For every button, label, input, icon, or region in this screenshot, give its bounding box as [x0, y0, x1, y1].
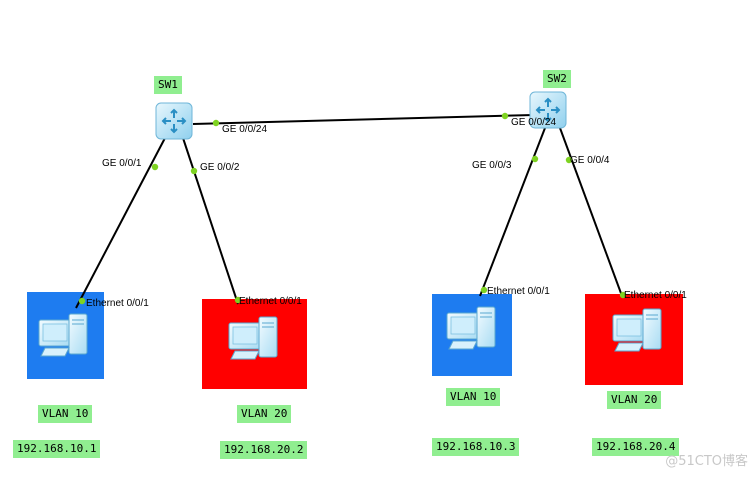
- ip-label-pc2: 192.168.20.2: [220, 441, 308, 459]
- port-label-sw1-ge1: GE 0/0/1: [102, 158, 142, 169]
- port-dots: [78, 112, 627, 305]
- vlan-label-pc4: VLAN 20: [607, 391, 662, 409]
- port-label-sw1-trunk: GE 0/0/24: [222, 124, 268, 135]
- link-sw1-pc1: [75, 137, 166, 309]
- port-label-pc1: Ethernet 0/0/1: [86, 298, 149, 309]
- port-dot-sw1-ge2: [190, 167, 198, 175]
- vlan-label-pc1: VLAN 10: [38, 405, 93, 423]
- switch-label-sw2: SW2: [543, 70, 571, 88]
- port-dot-pc2: [234, 296, 242, 304]
- port-label-pc3: Ethernet 0/0/1: [487, 286, 550, 297]
- port-label-pc2: Ethernet 0/0/1: [239, 296, 302, 307]
- port-label-pc4: Ethernet 0/0/1: [624, 290, 687, 301]
- port-label-sw1-ge2: GE 0/0/2: [200, 162, 240, 173]
- port-dot-pc1: [78, 297, 86, 305]
- ip-label-pc3: 192.168.10.3: [432, 438, 520, 456]
- port-dot-sw1-ge24: [212, 119, 220, 127]
- pc-icon[interactable]: [228, 316, 278, 360]
- link-sw1-pc2: [182, 137, 239, 305]
- port-label-sw2-ge4: GE 0/0/4: [570, 155, 610, 166]
- watermark: @51CTO博客: [665, 454, 748, 469]
- switch-icon[interactable]: [155, 102, 193, 140]
- port-dot-sw2-ge3: [531, 155, 539, 163]
- pc-icon[interactable]: [38, 313, 88, 357]
- ip-label-pc1: 192.168.10.1: [13, 440, 101, 458]
- vlan-label-pc2: VLAN 20: [237, 405, 292, 423]
- port-dot-sw2-ge4: [565, 156, 573, 164]
- link-sw2-pc3: [479, 127, 546, 297]
- pc-icon[interactable]: [612, 308, 662, 352]
- port-dot-pc4: [619, 291, 627, 299]
- link-sw2-pc4: [559, 127, 623, 297]
- port-dot-sw1-ge1: [151, 163, 159, 171]
- vlan-label-pc3: VLAN 10: [446, 388, 501, 406]
- ip-label-pc4: 192.168.20.4: [592, 438, 680, 456]
- port-label-sw2-ge3: GE 0/0/3: [472, 160, 512, 171]
- pc-icon[interactable]: [446, 306, 496, 350]
- link-trunk: [192, 114, 535, 125]
- switch-label-sw1: SW1: [154, 76, 182, 94]
- port-dot-sw2-ge24: [501, 112, 509, 120]
- port-label-sw2-trunk: GE 0/0/24: [511, 117, 557, 128]
- port-dot-pc3: [480, 286, 488, 294]
